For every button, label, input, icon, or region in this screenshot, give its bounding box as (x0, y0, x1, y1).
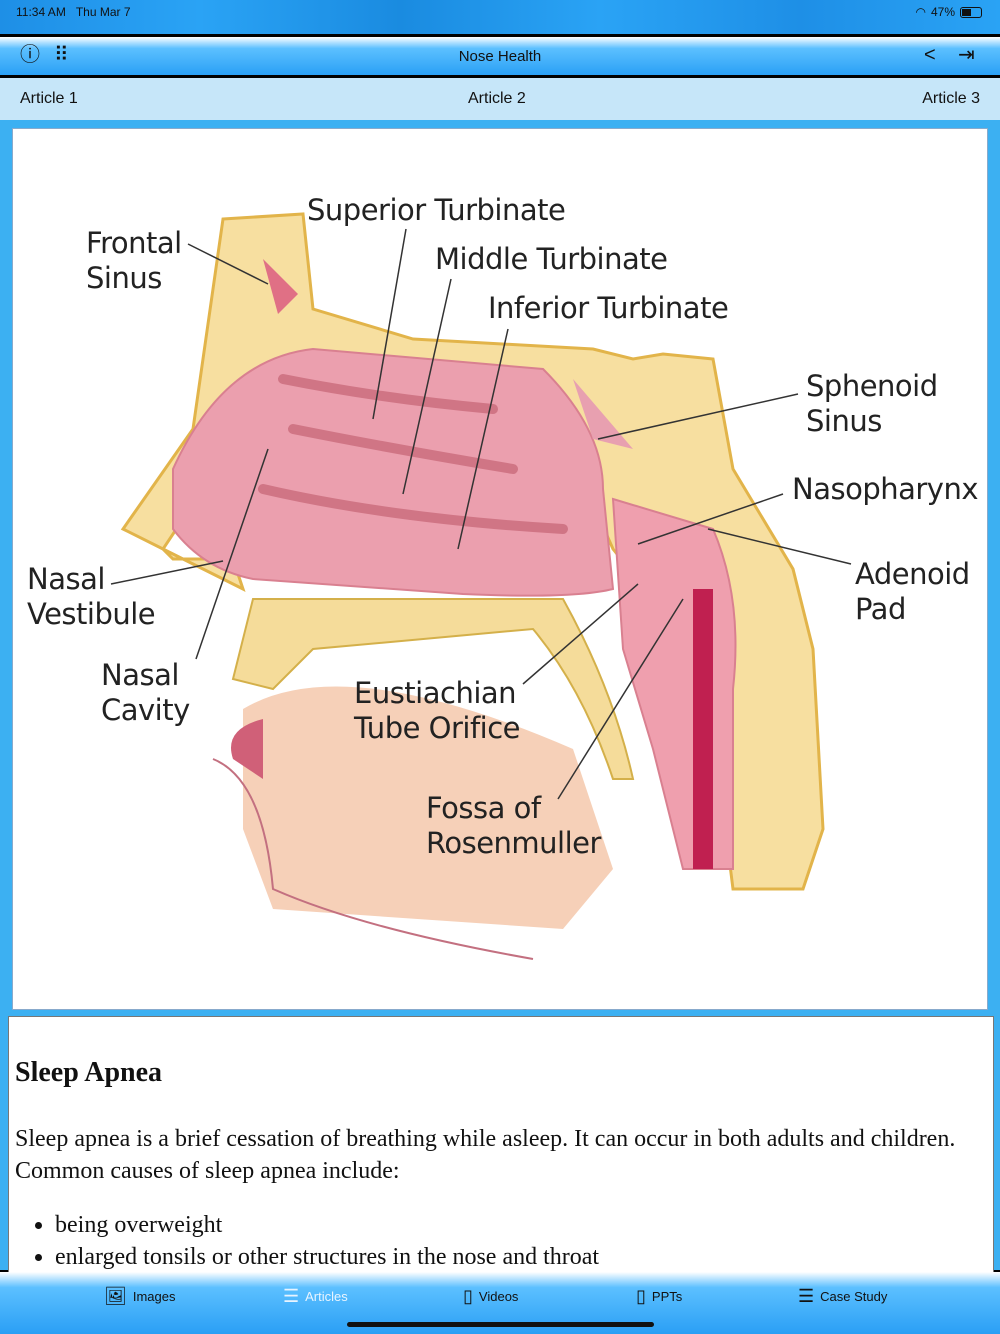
article-body: Sleep apnea is a brief cessation of brea… (15, 1126, 956, 1184)
logout-icon[interactable]: ⇥ (958, 44, 975, 66)
tab-ppts[interactable]: ▯PPTs (636, 1286, 683, 1306)
tab-article-3[interactable]: Article 3 (922, 90, 980, 107)
article-content: Sleep Apnea Sleep apnea is a brief cessa… (8, 1016, 994, 1276)
label-middle-turbinate: Middle Turbinate (435, 242, 668, 276)
label-nasal-cavity: Nasal Cavity (101, 658, 190, 727)
label-superior-turbinate: Superior Turbinate (307, 193, 566, 227)
bottom-tab-bar: 🖼︎Images ☰Articles ▯Videos ▯PPTs ☰Case S… (0, 1272, 1000, 1334)
label-fossa-rosenmuller: Fossa of Rosenmuller (426, 791, 601, 860)
status-bar: 11:34 AM Thu Mar 7 ◠ 47% (0, 0, 1000, 34)
info-icon[interactable]: ⓘ (20, 44, 40, 66)
battery-percent: 47% (930, 5, 955, 19)
nose-anatomy-diagram: Superior Turbinate Middle Turbinate Infe… (12, 128, 988, 1010)
tab-article-1[interactable]: Article 1 (20, 90, 78, 107)
list-icon: ☰ (798, 1286, 815, 1306)
label-frontal-sinus: Frontal Sinus (86, 226, 182, 295)
articles-icon: ☰ (283, 1286, 300, 1306)
nav-bar: ⓘ ⠿ Nose Health < ⇥ (0, 37, 1000, 75)
label-inferior-turbinate: Inferior Turbinate (488, 291, 729, 325)
bullet-item: being overweight (55, 1209, 987, 1241)
article-title: Sleep Apnea (15, 1057, 163, 1088)
label-sphenoid-sinus: Sphenoid Sinus (806, 369, 938, 438)
label-adenoid-pad: Adenoid Pad (855, 557, 970, 626)
article-tabs: Article 1 Article 2 Article 3 (0, 78, 1000, 120)
label-nasal-vestibule: Nasal Vestibule (27, 562, 156, 631)
home-indicator (347, 1322, 654, 1327)
label-eustachian-tube: Eustiachian Tube Orifice (354, 676, 521, 745)
bullet-item: enlarged tonsils or other structures in … (55, 1241, 987, 1273)
share-icon[interactable]: < (924, 44, 936, 66)
anatomy-illustration (110, 212, 852, 960)
film-icon: ▯ (463, 1286, 473, 1306)
tab-articles[interactable]: ☰Articles (283, 1286, 348, 1306)
tab-article-2[interactable]: Article 2 (468, 90, 526, 107)
ppt-icon: ▯ (636, 1286, 646, 1306)
label-nasopharynx: Nasopharynx (792, 472, 979, 506)
article-bullets: being overweight enlarged tonsils or oth… (55, 1209, 987, 1273)
battery-icon (960, 6, 982, 18)
page-title: Nose Health (458, 48, 542, 65)
tab-case-study[interactable]: ☰Case Study (798, 1286, 888, 1306)
tab-videos[interactable]: ▯Videos (463, 1286, 519, 1306)
tab-images[interactable]: 🖼︎Images (104, 1286, 176, 1306)
content-area: Superior Turbinate Middle Turbinate Infe… (0, 120, 1000, 1276)
grid-menu-icon[interactable]: ⠿ (54, 44, 69, 66)
wifi-icon: ◠ (915, 5, 926, 19)
status-time: 11:34 AM (16, 5, 66, 19)
image-icon: 🖼︎ (104, 1286, 127, 1306)
status-date: Thu Mar 7 (75, 5, 131, 19)
